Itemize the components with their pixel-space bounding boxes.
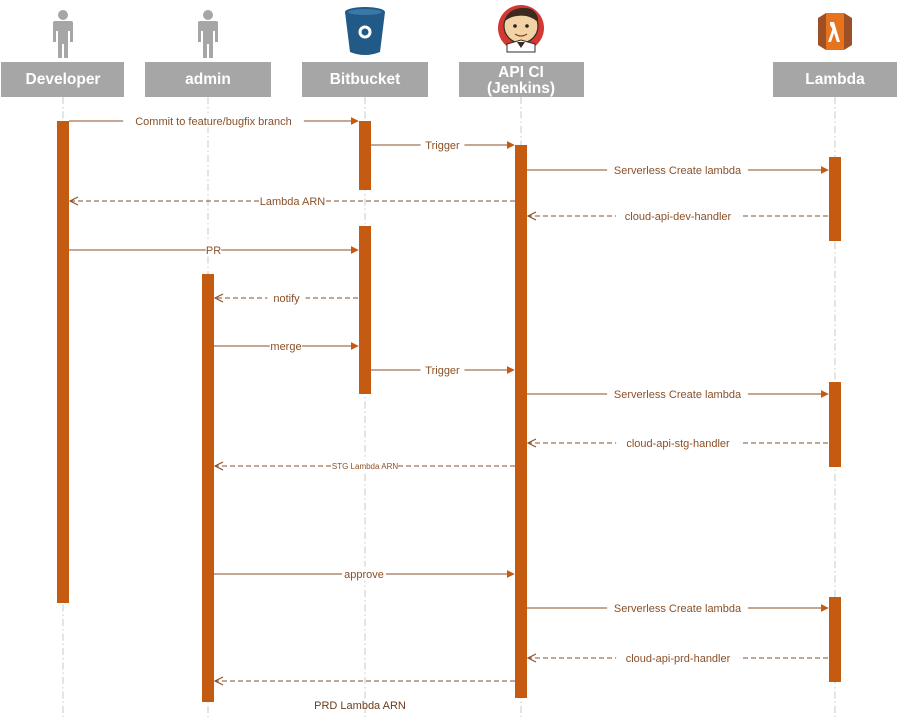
msg-create-prd: Serverless Create lambda (527, 600, 829, 615)
message-label-bg (616, 650, 740, 665)
message-label: cloud-api-stg-handler (626, 438, 730, 450)
message-label-bg (607, 600, 748, 615)
msg-notify: notify (215, 290, 358, 305)
msg-stg-arn: STG Lambda ARN (215, 460, 515, 471)
message-label-bg (607, 386, 748, 401)
bitbucket-bucket-icon (345, 7, 385, 55)
message-label: Serverless Create lambda (614, 603, 742, 615)
participant-label: Bitbucket (330, 71, 401, 88)
message-label-bg (342, 566, 386, 581)
message-label: PR (206, 245, 221, 257)
participant-headers: Developer admin Bitbucket API CI(Jenkins) La… (1, 62, 897, 97)
aws-lambda-icon (818, 13, 852, 50)
participant-label: API CI (498, 64, 544, 81)
activation-bars (57, 121, 841, 702)
participant-header-apici: API CI(Jenkins) (459, 62, 584, 97)
activation-apici (515, 145, 527, 698)
message-label-bg (420, 137, 465, 152)
msg-dev-handler: cloud-api-dev-handler (528, 208, 828, 223)
admin-person-icon (198, 10, 218, 58)
msg-prd-handler: cloud-api-prd-handler (528, 650, 828, 665)
msg-pr: PR (69, 242, 359, 257)
message-label: Commit to feature/bugfix branch (135, 116, 292, 128)
message-label: Lambda ARN (260, 196, 325, 208)
participant-label: admin (185, 71, 231, 88)
message-label: approve (344, 569, 384, 581)
message-label: notify (273, 293, 300, 305)
message-label: cloud-api-prd-handler (626, 653, 731, 665)
msg-trigger-1: Trigger (371, 137, 515, 152)
participant-label: Lambda (805, 71, 865, 88)
activation-lambda (829, 157, 841, 241)
activation-lambda (829, 597, 841, 682)
message-label: merge (270, 341, 301, 353)
message-label-bg (607, 162, 748, 177)
message-label: Serverless Create lambda (614, 165, 742, 177)
participant-header-developer: Developer (1, 62, 124, 97)
msg-lambda-arn: Lambda ARN (70, 193, 515, 208)
participant-header-bitbucket: Bitbucket (302, 62, 428, 97)
participant-label: Developer (26, 71, 101, 88)
activation-developer (57, 121, 69, 603)
message-label: STG Lambda ARN (332, 462, 398, 471)
msg-create-stg: Serverless Create lambda (527, 386, 829, 401)
msg-stg-handler: cloud-api-stg-handler (528, 435, 828, 450)
participant-label-line2: (Jenkins) (487, 80, 555, 97)
message-label-bg (269, 338, 303, 353)
activation-lambda (829, 382, 841, 467)
message-label-bg (123, 113, 304, 128)
message-label: Trigger (425, 140, 460, 152)
msg-merge: merge (214, 338, 359, 353)
message-label: Serverless Create lambda (614, 389, 742, 401)
lifelines (62, 97, 836, 717)
message-label-bg (262, 193, 323, 208)
note-prd-arn: PRD Lambda ARN (314, 700, 406, 712)
msg-approve: approve (214, 566, 515, 581)
msg-create-dev: Serverless Create lambda (527, 162, 829, 177)
participant-header-admin: admin (145, 62, 271, 97)
activation-bitbucket (359, 121, 371, 190)
message-label: cloud-api-dev-handler (625, 211, 732, 223)
msg-trigger-2: Trigger (371, 362, 515, 377)
activation-bitbucket (359, 226, 371, 394)
message-label-bg (616, 435, 740, 450)
message-label: Trigger (425, 365, 460, 377)
activation-admin (202, 274, 214, 702)
notes: PRD Lambda ARN (314, 700, 406, 712)
jenkins-butler-icon (498, 5, 544, 53)
message-label-bg (616, 208, 740, 223)
message-label-bg (205, 242, 222, 257)
message-label-bg (420, 362, 465, 377)
msg-commit: Commit to feature/bugfix branch (69, 113, 359, 128)
message-label-bg (267, 290, 306, 305)
participant-icons (53, 5, 852, 58)
message-label-bg (332, 460, 398, 471)
developer-person-icon (53, 10, 73, 58)
messages: Commit to feature/bugfix branchTriggerSe… (69, 113, 829, 682)
participant-header-lambda: Lambda (773, 62, 897, 97)
